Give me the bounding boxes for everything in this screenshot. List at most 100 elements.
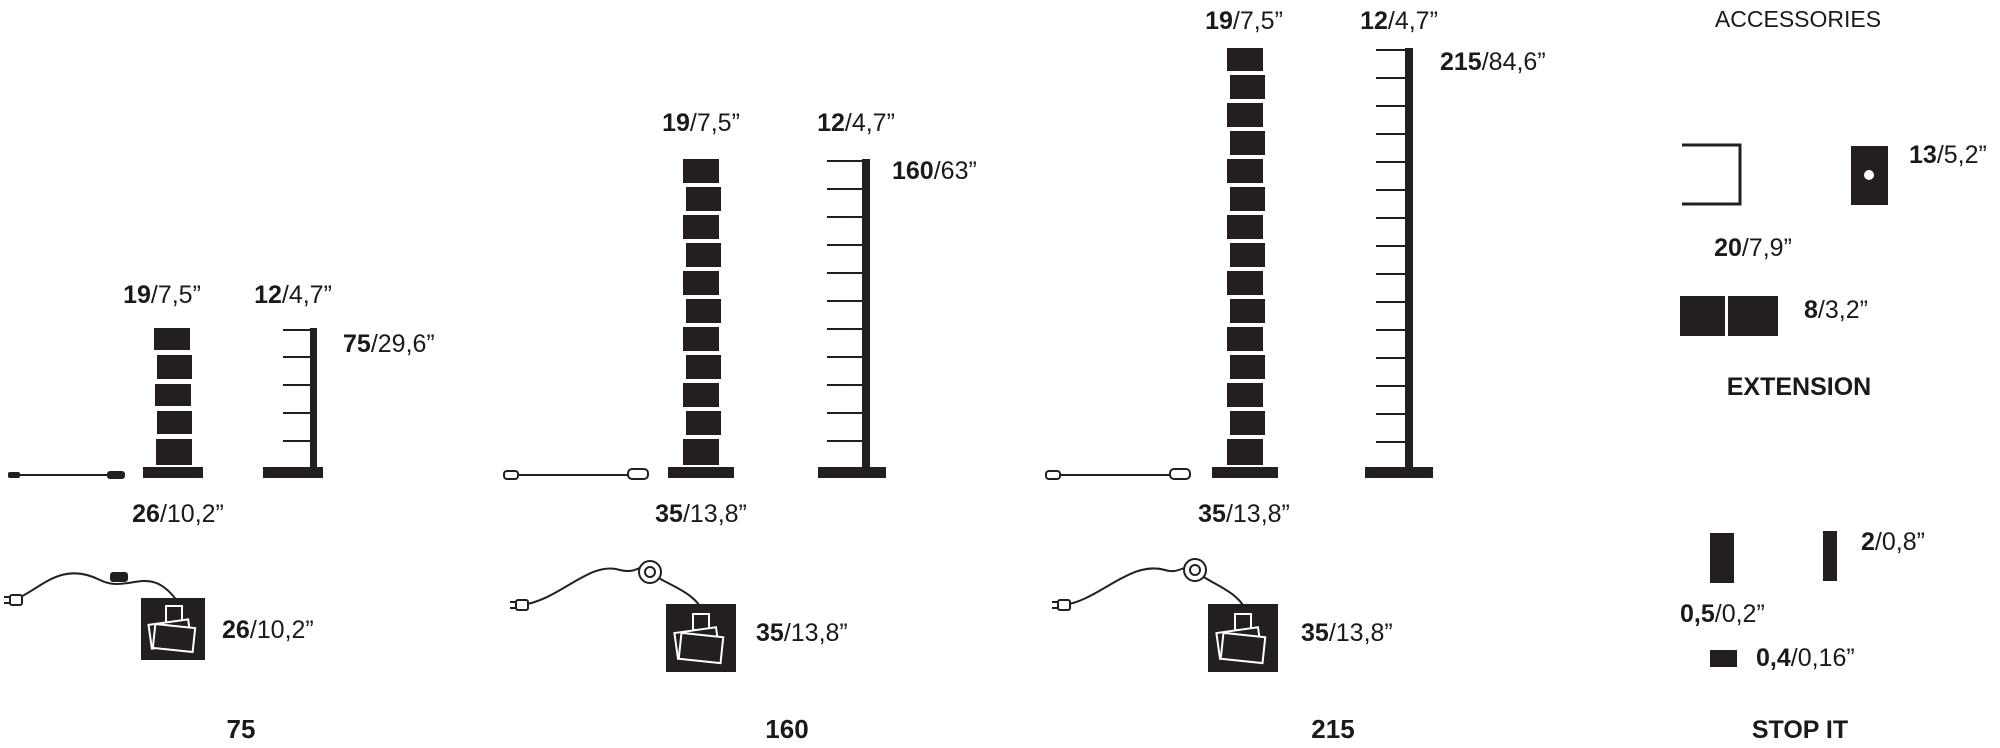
model-215-side-view: [1365, 48, 1433, 478]
side-pole: [310, 328, 317, 470]
side-base: [818, 467, 886, 478]
power-plug-icon: [510, 599, 529, 611]
cord-switch-icon: [627, 468, 649, 480]
shelf-block: [155, 384, 191, 406]
base-plate: [1212, 467, 1278, 478]
cord-switch-icon: [1183, 558, 1207, 582]
accessories-title: ACCESSORIES: [1715, 6, 1881, 32]
side-pole: [862, 159, 870, 469]
model-75-side-view: [263, 328, 323, 478]
height-label: 215/84,6”: [1440, 48, 1546, 76]
shelf-block: [686, 187, 721, 211]
base-width-label: 35/13,8”: [655, 500, 747, 528]
model-160-side-view: [818, 159, 886, 478]
power-plug-icon: [503, 470, 519, 480]
base-width-label: 35/13,8”: [1198, 500, 1290, 528]
shelf-block: [157, 411, 192, 434]
shelf-block: [1230, 187, 1265, 211]
model-75-group: 19/7,5” 12/4,7” 75/29,6” 26/10,2” 26/10,…: [4, 281, 435, 744]
shelf-block: [686, 299, 721, 323]
shelf-block: [1227, 383, 1263, 407]
shelf-block: [1230, 131, 1265, 155]
model-215-group: 19/7,5” 12/4,7” 215/84,6” 35/13,8” 35/13…: [1045, 7, 1546, 744]
model-160-group: 19/7,5” 12/4,7” 160/63” 35/13,8” 35/13,8…: [503, 109, 977, 744]
extension-bracket: [1682, 143, 1742, 206]
small-depth-label: 0,4/0,16”: [1756, 644, 1855, 672]
side-pole: [1405, 48, 1413, 469]
shelf-block: [683, 159, 719, 183]
side-base: [263, 467, 323, 478]
model-215-cord: [1045, 468, 1191, 480]
model-75-top-view: [4, 572, 205, 660]
shelf-block: [1230, 299, 1265, 323]
shelf-block: [1227, 271, 1263, 295]
height-label: 160/63”: [892, 157, 977, 185]
shelf-block: [156, 439, 192, 465]
thin-depth-label: 2/0,8”: [1861, 528, 1925, 556]
shelf-block: [686, 243, 721, 267]
front-width-label: 19/7,5”: [123, 281, 201, 309]
shelf-block: [1227, 159, 1263, 183]
bracket-width-label: 20/7,9”: [1714, 234, 1792, 262]
front-width-label: 19/7,5”: [662, 109, 740, 137]
shelf-block: [683, 215, 719, 239]
accessories-group: ACCESSORIES 20/7,9” 13/5,2” 8/3,2” EXTEN…: [1680, 6, 1987, 744]
shelf-block: [1230, 411, 1265, 435]
thick-depth-label: 0,5/0,2”: [1680, 600, 1765, 628]
power-plug-icon: [4, 594, 23, 606]
extension-label: EXTENSION: [1727, 373, 1871, 401]
shelf-block: [1227, 327, 1263, 351]
height-label: 75/29,6”: [343, 330, 435, 358]
model-160-top-view: [510, 560, 736, 672]
book-stack-icon: [673, 613, 725, 665]
stop-small-piece: [1710, 650, 1737, 667]
book-stack-icon: [1215, 613, 1267, 665]
base-plate: [143, 467, 203, 478]
shelf-block: [154, 328, 190, 350]
model-160-front-view: [668, 159, 734, 478]
shelf-block: [1227, 48, 1263, 71]
shelf-block: [683, 439, 719, 465]
top-view-width-label: 35/13,8”: [1301, 619, 1393, 647]
model-75-cord: [8, 471, 125, 479]
model-215-front-view: [1212, 48, 1278, 478]
side-width-label: 13/5,2”: [1909, 141, 1987, 169]
model-name: 75: [227, 714, 256, 744]
cord-switch-icon: [110, 572, 128, 582]
model-160-cord: [503, 468, 649, 480]
stop-thin-piece: [1823, 531, 1837, 581]
cord-switch-icon: [638, 560, 662, 584]
shelf-block: [1230, 355, 1265, 379]
power-plug-icon: [1052, 599, 1071, 611]
cord-switch-icon: [1169, 468, 1191, 480]
book-stack-icon: [147, 605, 197, 654]
power-plug-icon: [8, 472, 20, 478]
front-width-label: 19/7,5”: [1205, 7, 1283, 35]
side-depth-label: 12/4,7”: [254, 281, 332, 309]
extension-blocks: [1680, 296, 1778, 336]
extension-side-block: [1851, 146, 1888, 205]
power-plug-icon: [1045, 470, 1061, 480]
shelf-block: [1227, 439, 1263, 465]
shelf-block: [683, 327, 719, 351]
model-75-front-view: [143, 328, 203, 478]
side-depth-label: 12/4,7”: [817, 109, 895, 137]
top-view-width-label: 35/13,8”: [756, 619, 848, 647]
shelf-block: [686, 355, 721, 379]
model-215-top-view: [1052, 558, 1278, 672]
side-depth-label: 12/4,7”: [1360, 7, 1438, 35]
block-height-label: 8/3,2”: [1804, 296, 1868, 324]
stop-thick-piece: [1710, 533, 1734, 583]
shelf-block: [683, 383, 719, 407]
shelf-block: [157, 355, 192, 379]
shelf-block: [683, 271, 719, 295]
shelf-block: [686, 411, 721, 435]
side-base: [1365, 467, 1433, 478]
top-view-width-label: 26/10,2”: [222, 616, 314, 644]
shelf-block: [1227, 103, 1263, 127]
model-name: 160: [765, 714, 808, 744]
shelf-block: [1230, 75, 1265, 99]
shelf-block: [1230, 243, 1265, 267]
